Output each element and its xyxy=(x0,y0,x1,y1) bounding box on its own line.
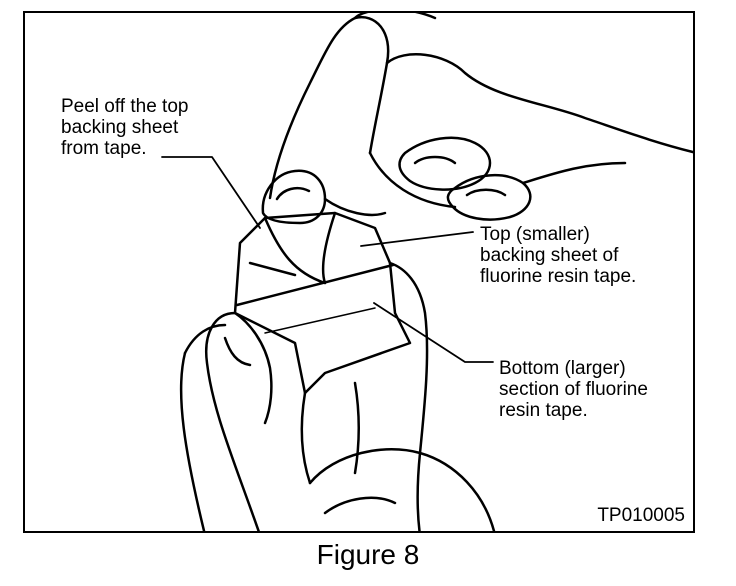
illustration-frame: Peel off the top backing sheet from tape… xyxy=(23,11,695,533)
callout-top-backing-sheet: Top (smaller) backing sheet of fluorine … xyxy=(480,224,637,287)
hands-peeling-tape-illustration xyxy=(161,13,693,531)
callout-peel-off-top-sheet: Peel off the top backing sheet from tape… xyxy=(61,96,189,159)
figure-code: TP010005 xyxy=(597,505,685,526)
callout-bottom-tape-section: Bottom (larger) section of fluorine resi… xyxy=(499,358,648,421)
figure-caption: Figure 8 xyxy=(316,539,420,570)
